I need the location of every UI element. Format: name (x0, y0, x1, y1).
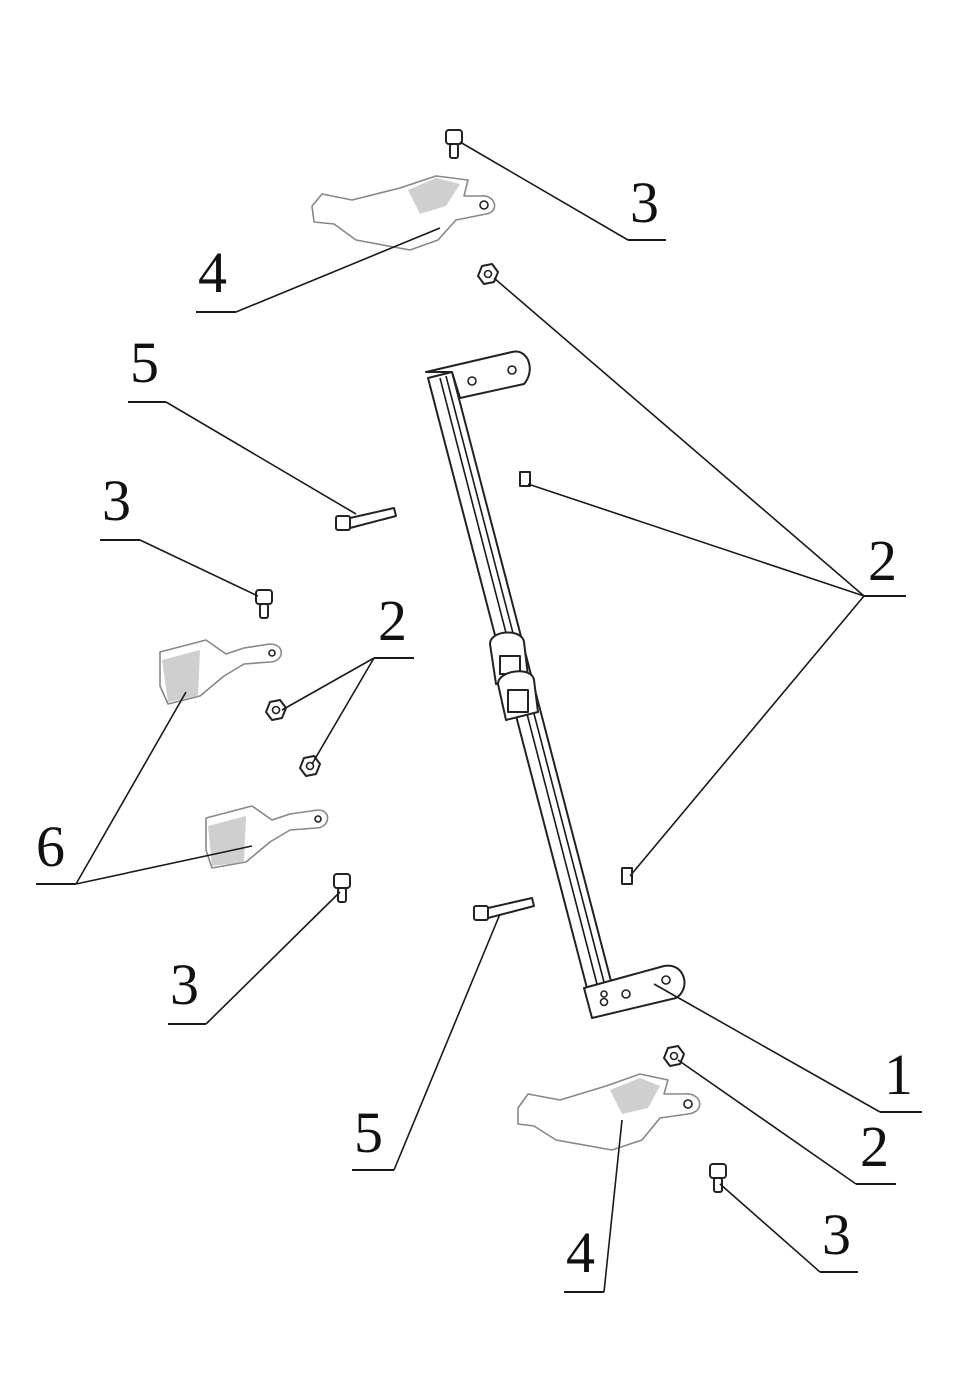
clip-upper-part (519, 471, 531, 487)
callout-2-lower-right: 2 (860, 1114, 889, 1179)
callout-3-top: 3 (630, 170, 659, 235)
nut-left-upper-part (265, 699, 287, 721)
pin-lower-part (473, 897, 535, 921)
leader-lines (36, 141, 922, 1293)
buckle-upper-part (159, 639, 283, 705)
callout-6: 6 (36, 814, 65, 879)
callout-5-upper: 5 (130, 330, 159, 395)
callout-2-mid-left: 2 (378, 588, 407, 653)
callout-labels: 3 4 5 3 2 2 6 3 1 5 2 3 4 (36, 170, 913, 1285)
callout-3-bottom-right: 3 (822, 1202, 851, 1267)
callout-2-right: 2 (868, 528, 897, 593)
bolt-left-part (255, 589, 273, 619)
seatbelt-anchor-top-part (311, 175, 496, 251)
bracket-bar-part (425, 350, 686, 1019)
callout-4-top: 4 (198, 240, 227, 305)
callout-3-lower-left: 3 (170, 952, 199, 1017)
callout-3-left: 3 (102, 468, 131, 533)
nut-left-lower-part (299, 755, 321, 777)
buckle-lower-part (205, 805, 329, 869)
seatbelt-anchor-bottom-part (517, 1073, 701, 1151)
nut-top-part (477, 263, 499, 285)
bolt-lower-left-part (333, 873, 351, 903)
clip-lower-part (621, 867, 633, 885)
bolt-bottom-right-part (709, 1163, 727, 1193)
callout-5-lower: 5 (354, 1100, 383, 1165)
bolt-top-part (445, 129, 463, 159)
callout-1: 1 (884, 1042, 913, 1107)
callout-4-bottom: 4 (566, 1220, 595, 1285)
pin-upper-part (335, 507, 397, 531)
